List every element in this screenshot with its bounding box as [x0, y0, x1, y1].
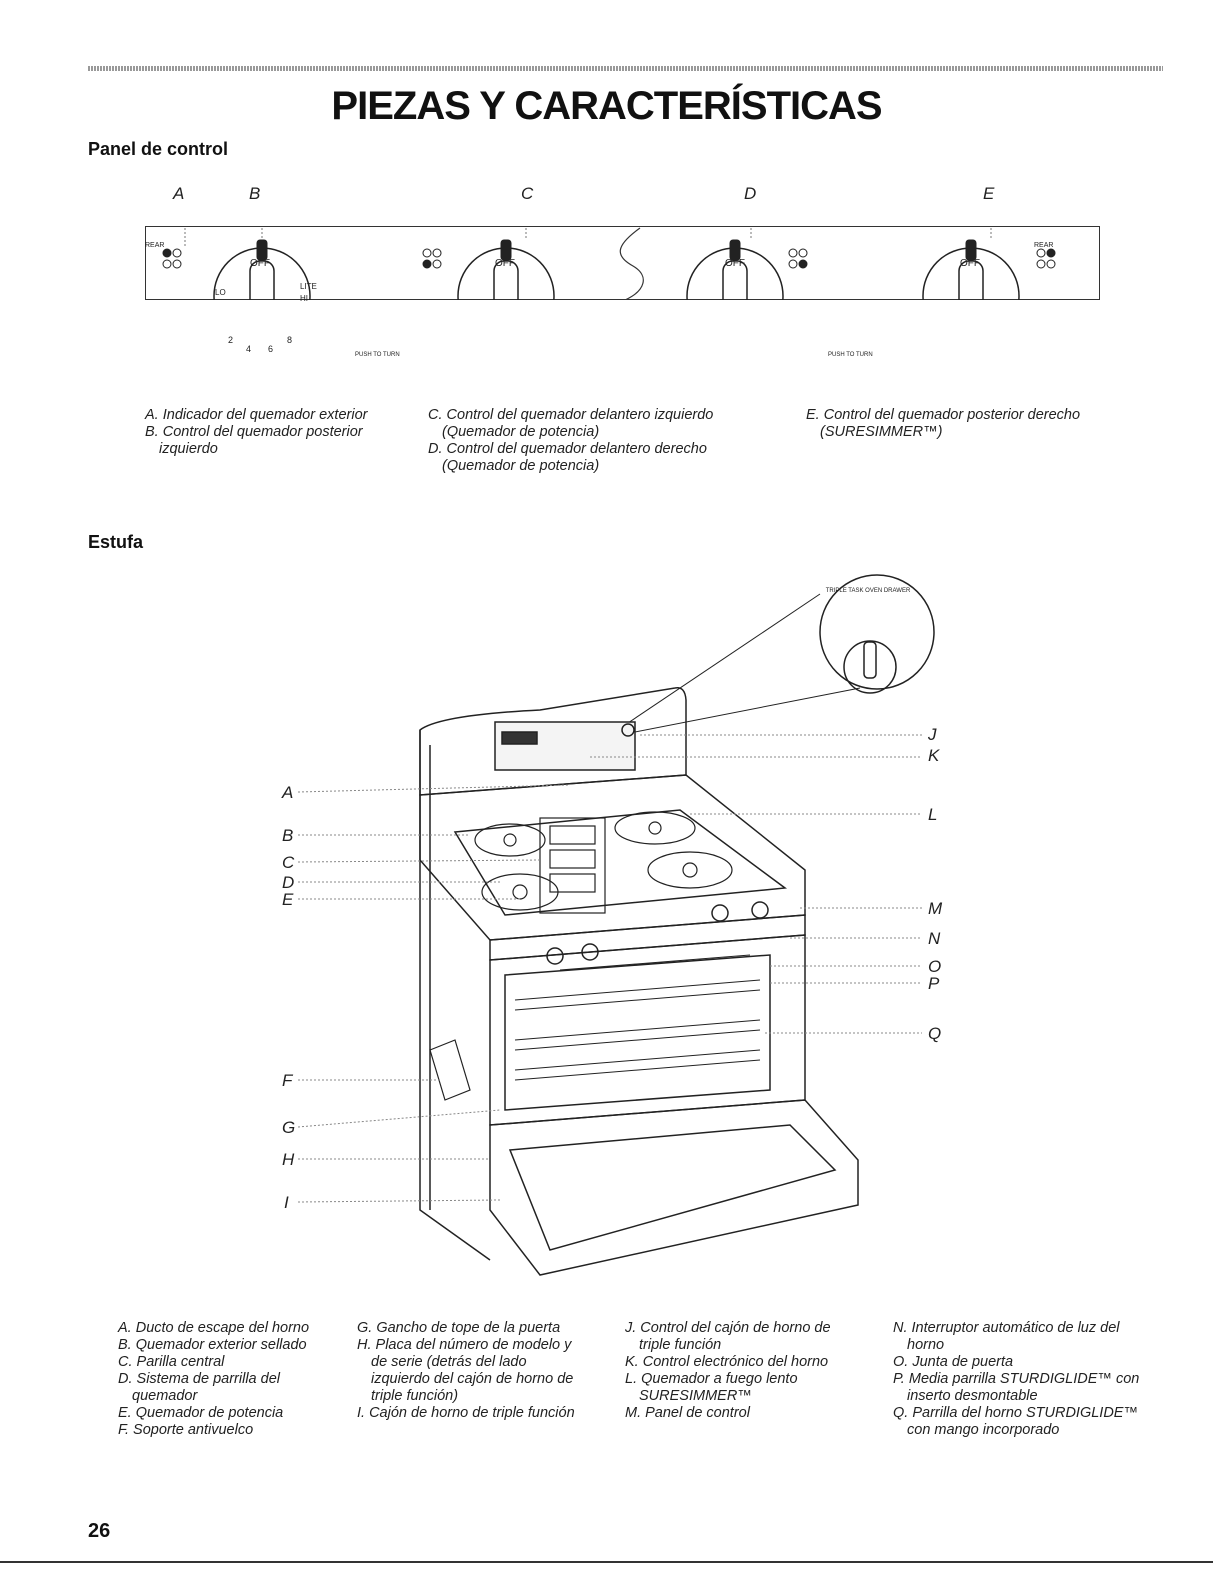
caption-b: B. Control del quemador posterior izquie…: [145, 424, 363, 457]
stove-callout-m: M: [928, 899, 943, 918]
stove-callout-q: Q: [928, 1024, 942, 1043]
caption-stove-g: G. Gancho de tope de la puerta: [357, 1320, 561, 1336]
knob-left-rear: [162, 239, 311, 300]
hi-label-b: HI: [300, 294, 308, 303]
panel-caption-col3: E. Control del quemador posterior derech…: [806, 407, 1106, 441]
caption-c: C. Control del quemador delantero izquie…: [428, 407, 714, 440]
caption-stove-k: K. Control electrónico del horno: [625, 1354, 829, 1370]
page-number: 26: [88, 1520, 111, 1542]
stove-heading: Estufa: [88, 532, 144, 552]
caption-d: D. Control del quemador delantero derech…: [428, 441, 707, 474]
stove-callout-f: F: [282, 1071, 293, 1090]
caption-stove-j: J. Control del cajón de horno de triple …: [625, 1320, 831, 1353]
stove-callout-n: N: [928, 929, 941, 948]
caption-stove-l: L. Quemador a fuego lento SURESIMMER™: [625, 1371, 798, 1404]
rear-label-left: REAR: [145, 242, 165, 249]
control-panel-heading: Panel de control: [88, 139, 229, 159]
off-label-d: OFF: [725, 258, 745, 269]
control-panel-diagram: [145, 226, 1100, 300]
caption-stove-m: M. Panel de control: [625, 1405, 750, 1421]
caption-stove-d: D. Sistema de parrilla del quemador: [118, 1371, 280, 1404]
caption-stove-h: H. Placa del número de modelo y de serie…: [357, 1337, 574, 1404]
stove-callout-p: P: [928, 974, 940, 993]
stove-callout-j: J: [928, 725, 937, 744]
panel-letter-a: A: [173, 184, 185, 203]
knob-right-front: [686, 239, 808, 300]
stove-callout-o: O: [928, 957, 942, 976]
off-label-c: OFF: [495, 258, 515, 269]
stove-illustration: TRIPLE TASK OVEN DRAWER: [419, 574, 935, 1276]
stove-caption-col1: A. Ducto de escape del horno B. Quemador…: [118, 1320, 323, 1439]
stove-callout-e: E: [282, 890, 294, 909]
off-label-e: OFF: [960, 258, 980, 269]
lite-label-b: LITE: [300, 282, 317, 291]
knob-left-front: [422, 239, 555, 300]
panel-letter-e: E: [983, 184, 995, 203]
stove-callout-h: H: [282, 1150, 295, 1169]
caption-stove-f: F. Soporte antivuelco: [118, 1422, 254, 1438]
inset-label: TRIPLE TASK OVEN DRAWER: [826, 588, 911, 594]
caption-stove-b: B. Quemador exterior sellado: [118, 1337, 307, 1353]
caption-stove-p: P. Media parrilla STURDIGLIDE™ con inser…: [893, 1371, 1140, 1404]
stove-caption-col3: J. Control del cajón de horno de triple …: [625, 1320, 865, 1422]
panel-caption-col2: C. Control del quemador delantero izquie…: [428, 407, 758, 475]
panel-letter-d: D: [744, 184, 757, 203]
panel-caption-col1: A. Indicador del quemador exterior B. Co…: [145, 407, 400, 458]
push-to-turn-left: PUSH TO TURN: [355, 352, 400, 358]
scale-6: 6: [268, 344, 274, 354]
stove-callout-c: C: [282, 853, 295, 872]
caption-stove-a: A. Ducto de escape del horno: [118, 1320, 310, 1336]
stove-callout-b: B: [282, 826, 294, 845]
scale-4: 4: [246, 344, 252, 354]
caption-stove-c: C. Parilla central: [118, 1354, 225, 1370]
stove-callout-d: D: [282, 873, 295, 892]
stove-callout-k: K: [928, 746, 940, 765]
push-to-turn-right: PUSH TO TURN: [828, 352, 873, 358]
stove-callout-l: L: [928, 805, 938, 824]
bottom-rule: [0, 1561, 1213, 1563]
panel-letter-c: C: [521, 184, 534, 203]
knob-right-rear: [922, 239, 1056, 300]
stove-callout-i: I: [284, 1193, 289, 1212]
panel-letter-b: B: [249, 184, 261, 203]
caption-stove-q: Q. Parrilla del horno STURDIGLIDE™ con m…: [893, 1405, 1138, 1438]
stove-callout-g: G: [282, 1118, 296, 1137]
stove-caption-col4: N. Interruptor automático de luz del hor…: [893, 1320, 1148, 1439]
page-title: PIEZAS Y CARACTERÍSTICAS: [331, 84, 882, 128]
caption-stove-o: O. Junta de puerta: [893, 1354, 1014, 1370]
caption-stove-i: I. Cajón de horno de triple función: [357, 1405, 575, 1421]
lo-label-b: LO: [215, 288, 226, 297]
caption-a: A. Indicador del quemador exterior: [145, 407, 368, 423]
top-rule: [88, 66, 1163, 71]
stove-callout-a: A: [282, 783, 294, 802]
caption-e: E. Control del quemador posterior derech…: [806, 407, 1081, 440]
caption-stove-e: E. Quemador de potencia: [118, 1405, 284, 1421]
rear-label-right: REAR: [1034, 242, 1054, 249]
scale-8: 8: [287, 335, 293, 345]
caption-stove-n: N. Interruptor automático de luz del hor…: [893, 1320, 1120, 1353]
scale-2: 2: [228, 335, 234, 345]
off-label-b: OFF: [250, 258, 270, 269]
stove-caption-col2: G. Gancho de tope de la puerta H. Placa …: [357, 1320, 582, 1422]
